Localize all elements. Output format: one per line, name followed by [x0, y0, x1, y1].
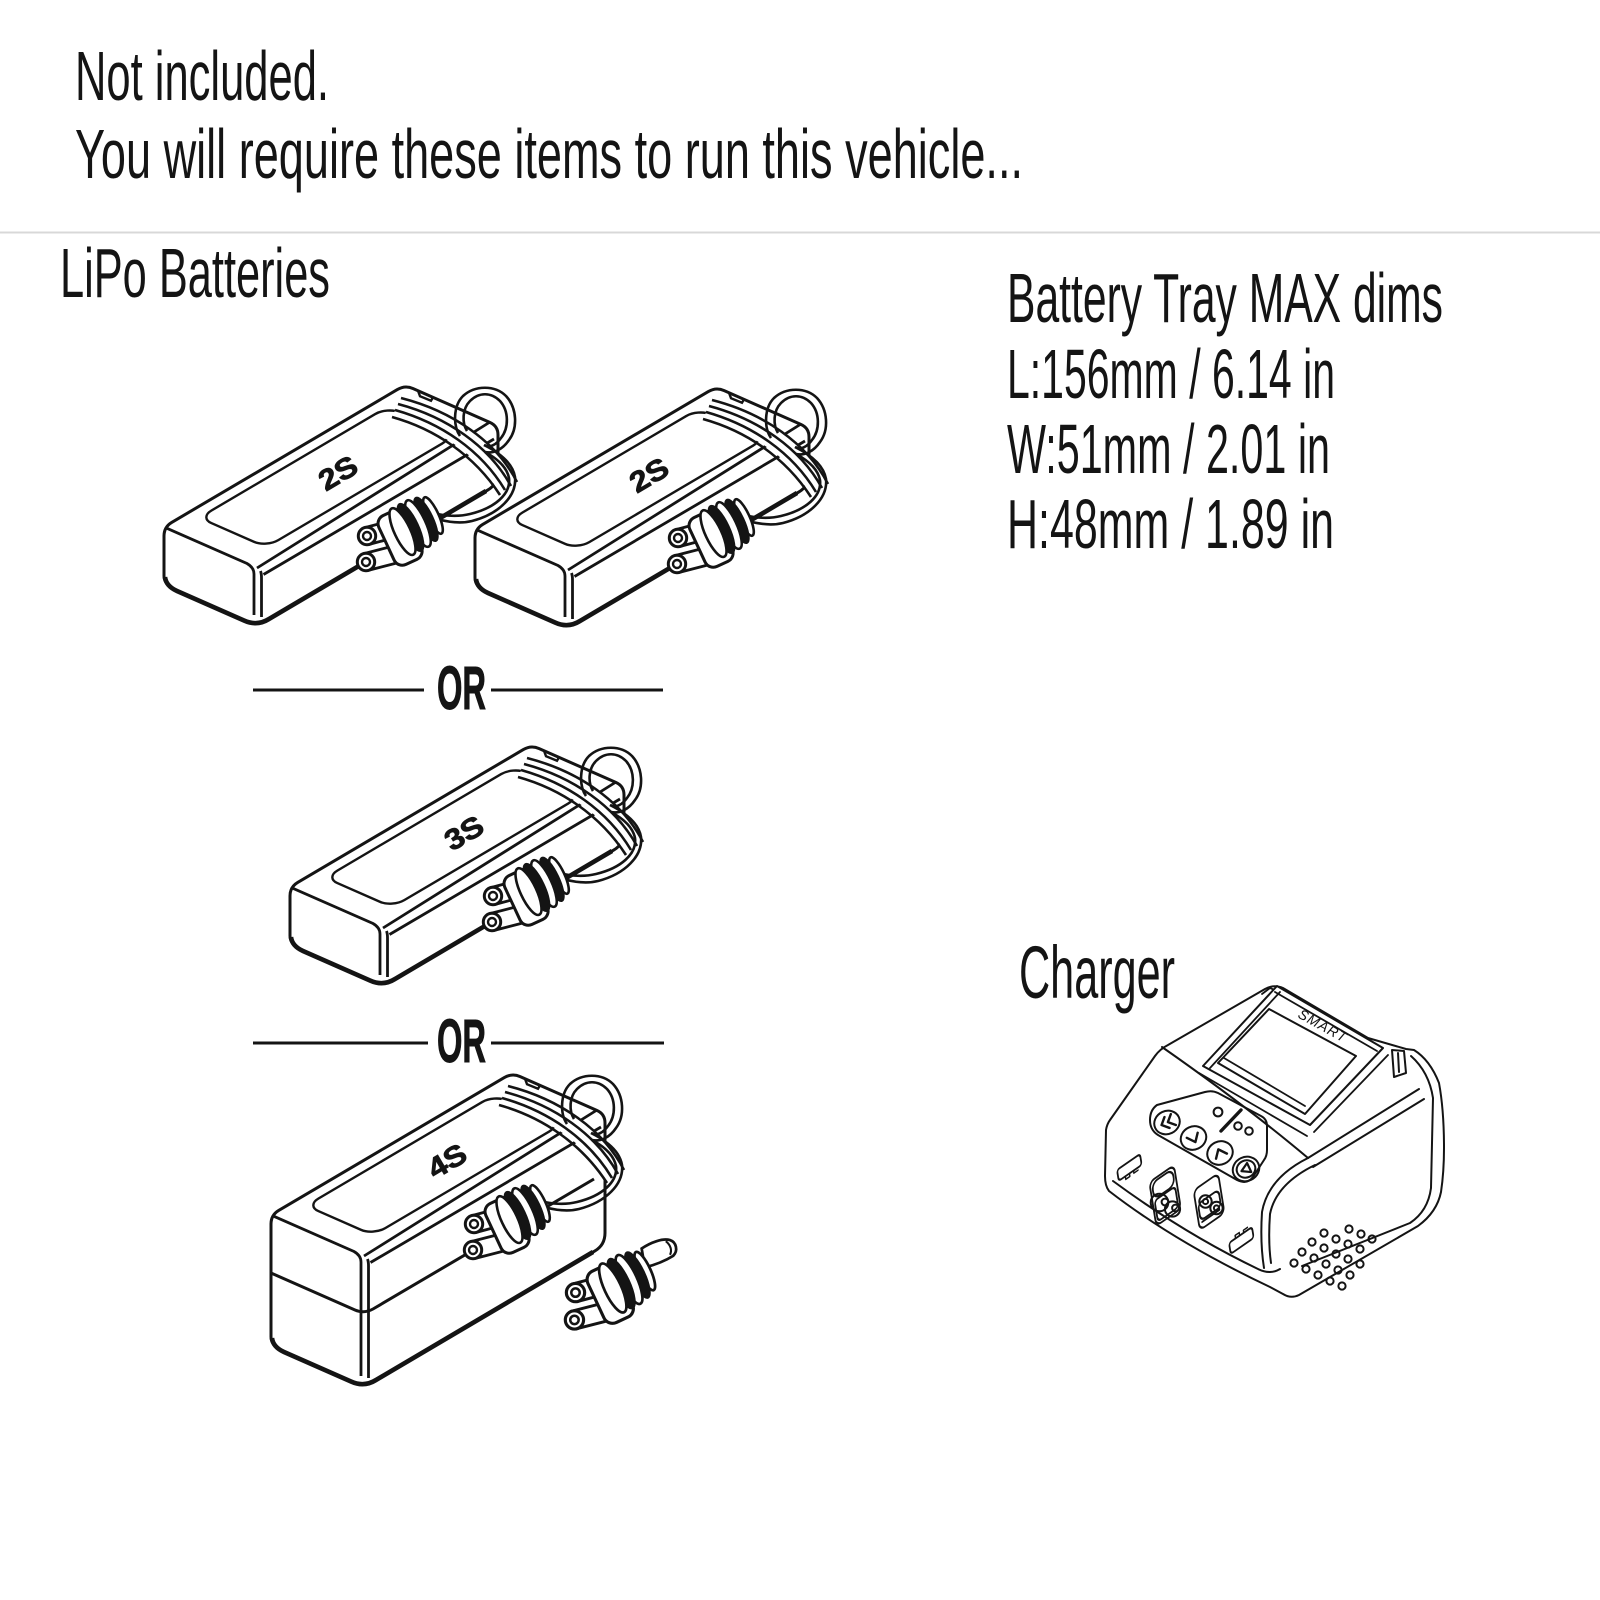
svg-text:L:156mm / 6.14 in: L:156mm / 6.14 in — [1007, 335, 1335, 413]
svg-text:Not included.: Not included. — [75, 37, 329, 115]
svg-text:H:48mm / 1.89 in: H:48mm / 1.89 in — [1007, 485, 1334, 563]
svg-text:OR: OR — [437, 654, 486, 722]
svg-text:W:51mm / 2.01 in: W:51mm / 2.01 in — [1007, 410, 1330, 488]
svg-text:Charger: Charger — [1019, 931, 1175, 1014]
svg-text:OR: OR — [437, 1007, 486, 1075]
svg-text:LiPo Batteries: LiPo Batteries — [60, 234, 330, 312]
svg-text:Battery Tray MAX dims: Battery Tray MAX dims — [1007, 259, 1443, 337]
svg-text:You will require these items t: You will require these items to run this… — [75, 115, 1023, 193]
